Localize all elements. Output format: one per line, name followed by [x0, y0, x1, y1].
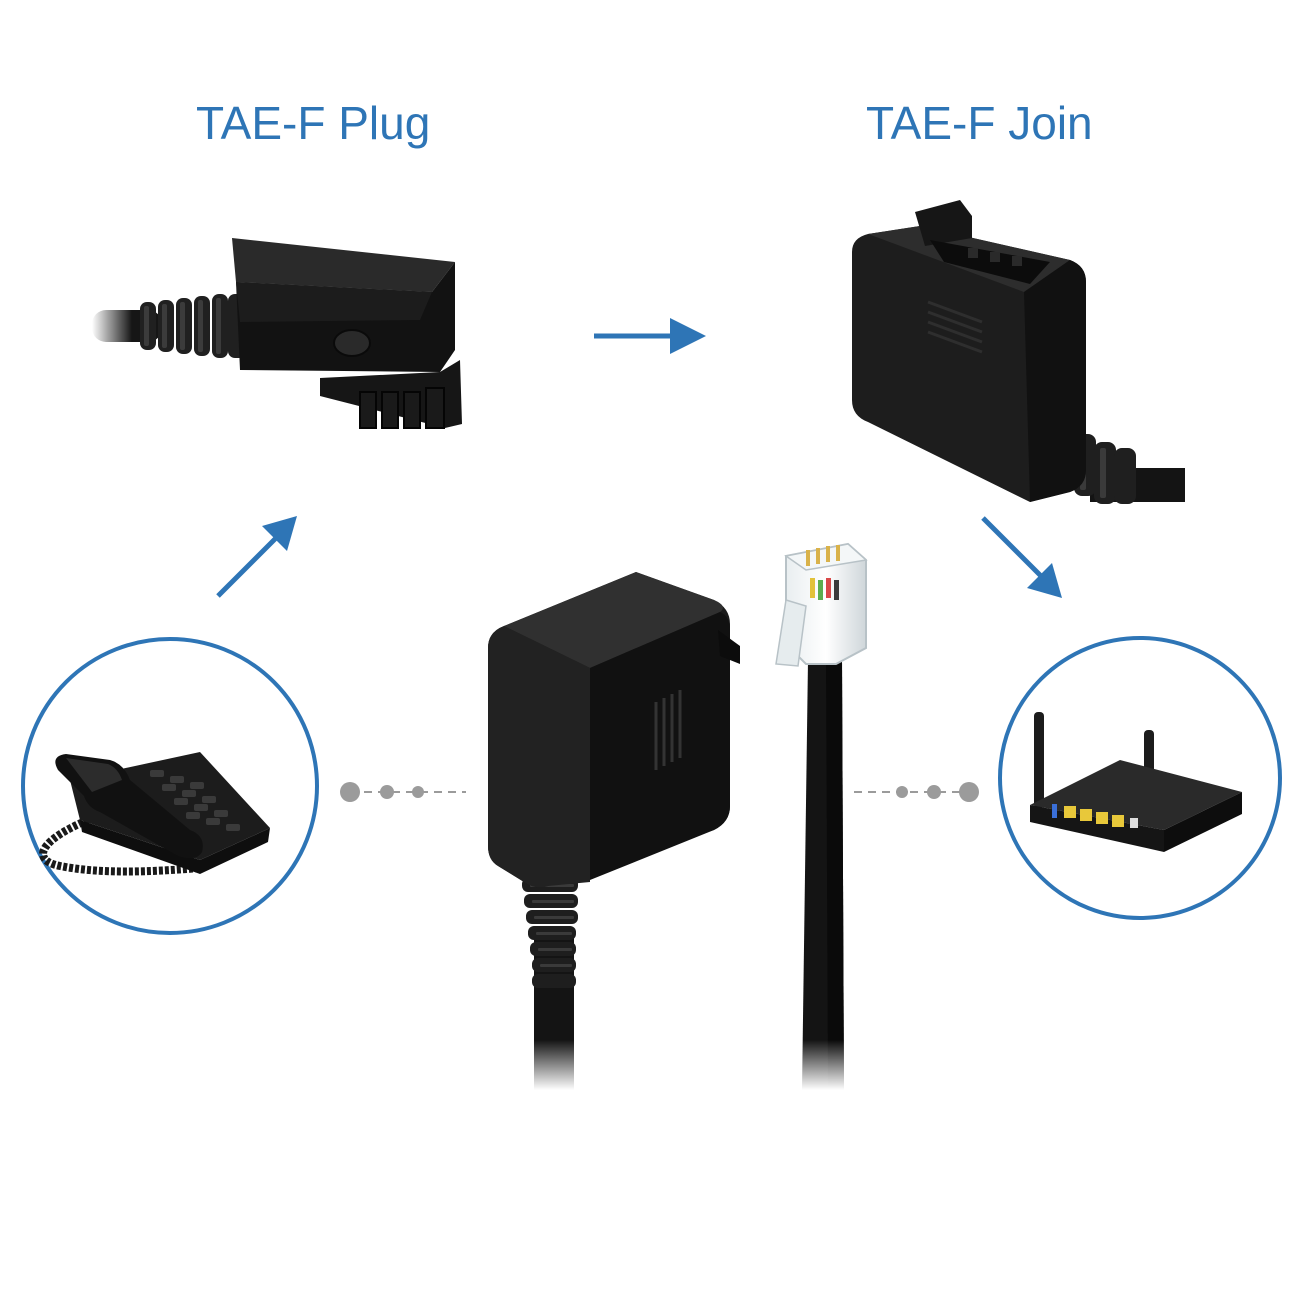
connector-dots-right	[854, 782, 979, 802]
wifi-router-icon	[1030, 712, 1242, 852]
rj11-plug-icon	[775, 542, 868, 1090]
arrow-up-right-icon	[216, 516, 297, 598]
tae-f-join-label: TAE-F Join	[866, 97, 1093, 149]
arrow-down-right-icon	[981, 516, 1062, 598]
tae-f-plug-icon	[92, 238, 462, 429]
phone-circle	[21, 637, 319, 935]
tae-f-plug-label: TAE-F Plug	[196, 97, 431, 149]
connector-dots-left	[340, 782, 466, 802]
desk-telephone-icon	[39, 752, 270, 876]
arrow-right-icon	[594, 318, 706, 354]
tae-f-join-icon	[852, 200, 1185, 504]
tae-adapter-icon	[480, 572, 740, 1090]
router-circle	[998, 636, 1282, 920]
